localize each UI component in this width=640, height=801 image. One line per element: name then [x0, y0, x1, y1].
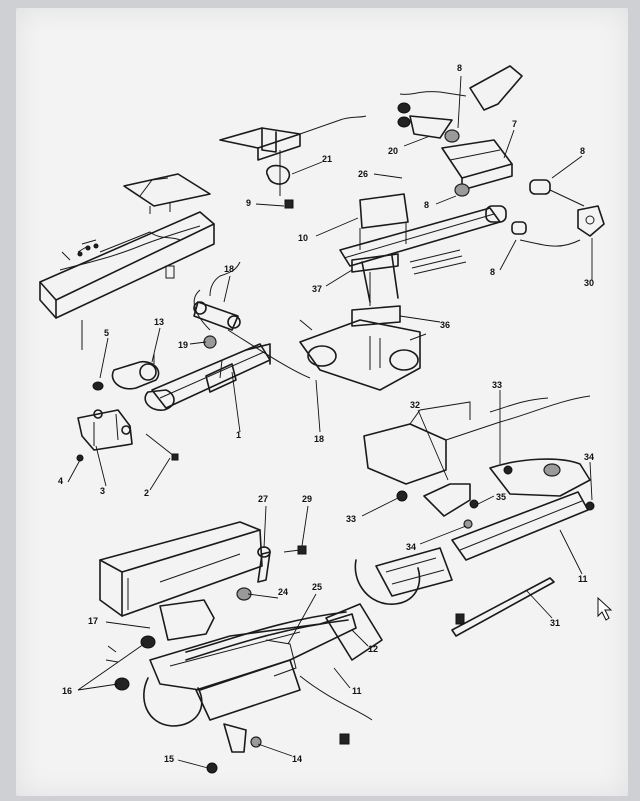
callout-8: 8 — [457, 63, 462, 73]
frame-rail-left — [39, 173, 215, 319]
callout-17: 17 — [88, 616, 98, 626]
callout-32: 32 — [410, 400, 420, 410]
leaf-spring-front — [144, 343, 271, 411]
upper-link — [193, 261, 311, 379]
callout-7: 7 — [512, 119, 517, 129]
rear-crossmember — [363, 395, 595, 529]
callout-13: 13 — [154, 317, 164, 327]
callout-34: 34 — [584, 452, 594, 462]
lower-control-arm — [143, 603, 383, 753]
callout-1: 1 — [236, 430, 241, 440]
shock-absorber — [111, 354, 160, 390]
callout-37: 37 — [312, 284, 322, 294]
callout-3: 3 — [100, 486, 105, 496]
callout-labels: 8 7 8 20 21 26 9 8 10 8 37 30 18 36 5 13… — [58, 63, 594, 764]
callout-16: 16 — [62, 686, 72, 696]
callout-8: 8 — [424, 200, 429, 210]
u-bolts — [361, 249, 467, 303]
callout-5: 5 — [104, 328, 109, 338]
callout-30: 30 — [584, 278, 594, 288]
callout-12: 12 — [368, 644, 378, 654]
callout-27: 27 — [258, 494, 268, 504]
callout-18: 18 — [224, 264, 234, 274]
callout-10: 10 — [298, 233, 308, 243]
callout-15: 15 — [164, 754, 174, 764]
front-mount-bracket — [76, 381, 179, 462]
diagram-sheet — [16, 8, 628, 796]
callout-31: 31 — [550, 618, 560, 628]
callout-33: 33 — [492, 380, 502, 390]
callout-18: 18 — [314, 434, 324, 444]
bolts-cluster — [77, 243, 99, 350]
lower-bolt — [206, 736, 262, 774]
leaf-spring-assembly — [299, 193, 581, 391]
callout-8: 8 — [490, 267, 495, 277]
stabilizer-bar — [105, 611, 349, 663]
callout-26: 26 — [358, 169, 368, 179]
frame-lower — [99, 521, 263, 691]
callout-14: 14 — [292, 754, 302, 764]
callout-11: 11 — [352, 686, 362, 696]
stabilizer-link — [236, 545, 307, 601]
callout-25: 25 — [312, 582, 322, 592]
callout-19: 19 — [178, 340, 188, 350]
leader-lines — [67, 75, 593, 769]
callout-33: 33 — [346, 514, 356, 524]
callout-8: 8 — [580, 146, 585, 156]
callout-4: 4 — [58, 476, 63, 486]
callout-35: 35 — [496, 492, 506, 502]
callout-11: 11 — [578, 574, 588, 584]
callout-2: 2 — [144, 488, 149, 498]
callout-20: 20 — [388, 146, 398, 156]
drive-shaft-rear — [354, 491, 589, 637]
callout-36: 36 — [440, 320, 450, 330]
callout-34: 34 — [406, 542, 416, 552]
rear-hanger — [397, 65, 523, 143]
shackle-bracket — [219, 115, 367, 209]
callout-29: 29 — [302, 494, 312, 504]
callout-24: 24 — [278, 587, 288, 597]
callout-21: 21 — [322, 154, 332, 164]
shackle-assembly — [441, 139, 605, 237]
mouse-cursor-icon — [597, 596, 613, 621]
callout-9: 9 — [246, 198, 251, 208]
